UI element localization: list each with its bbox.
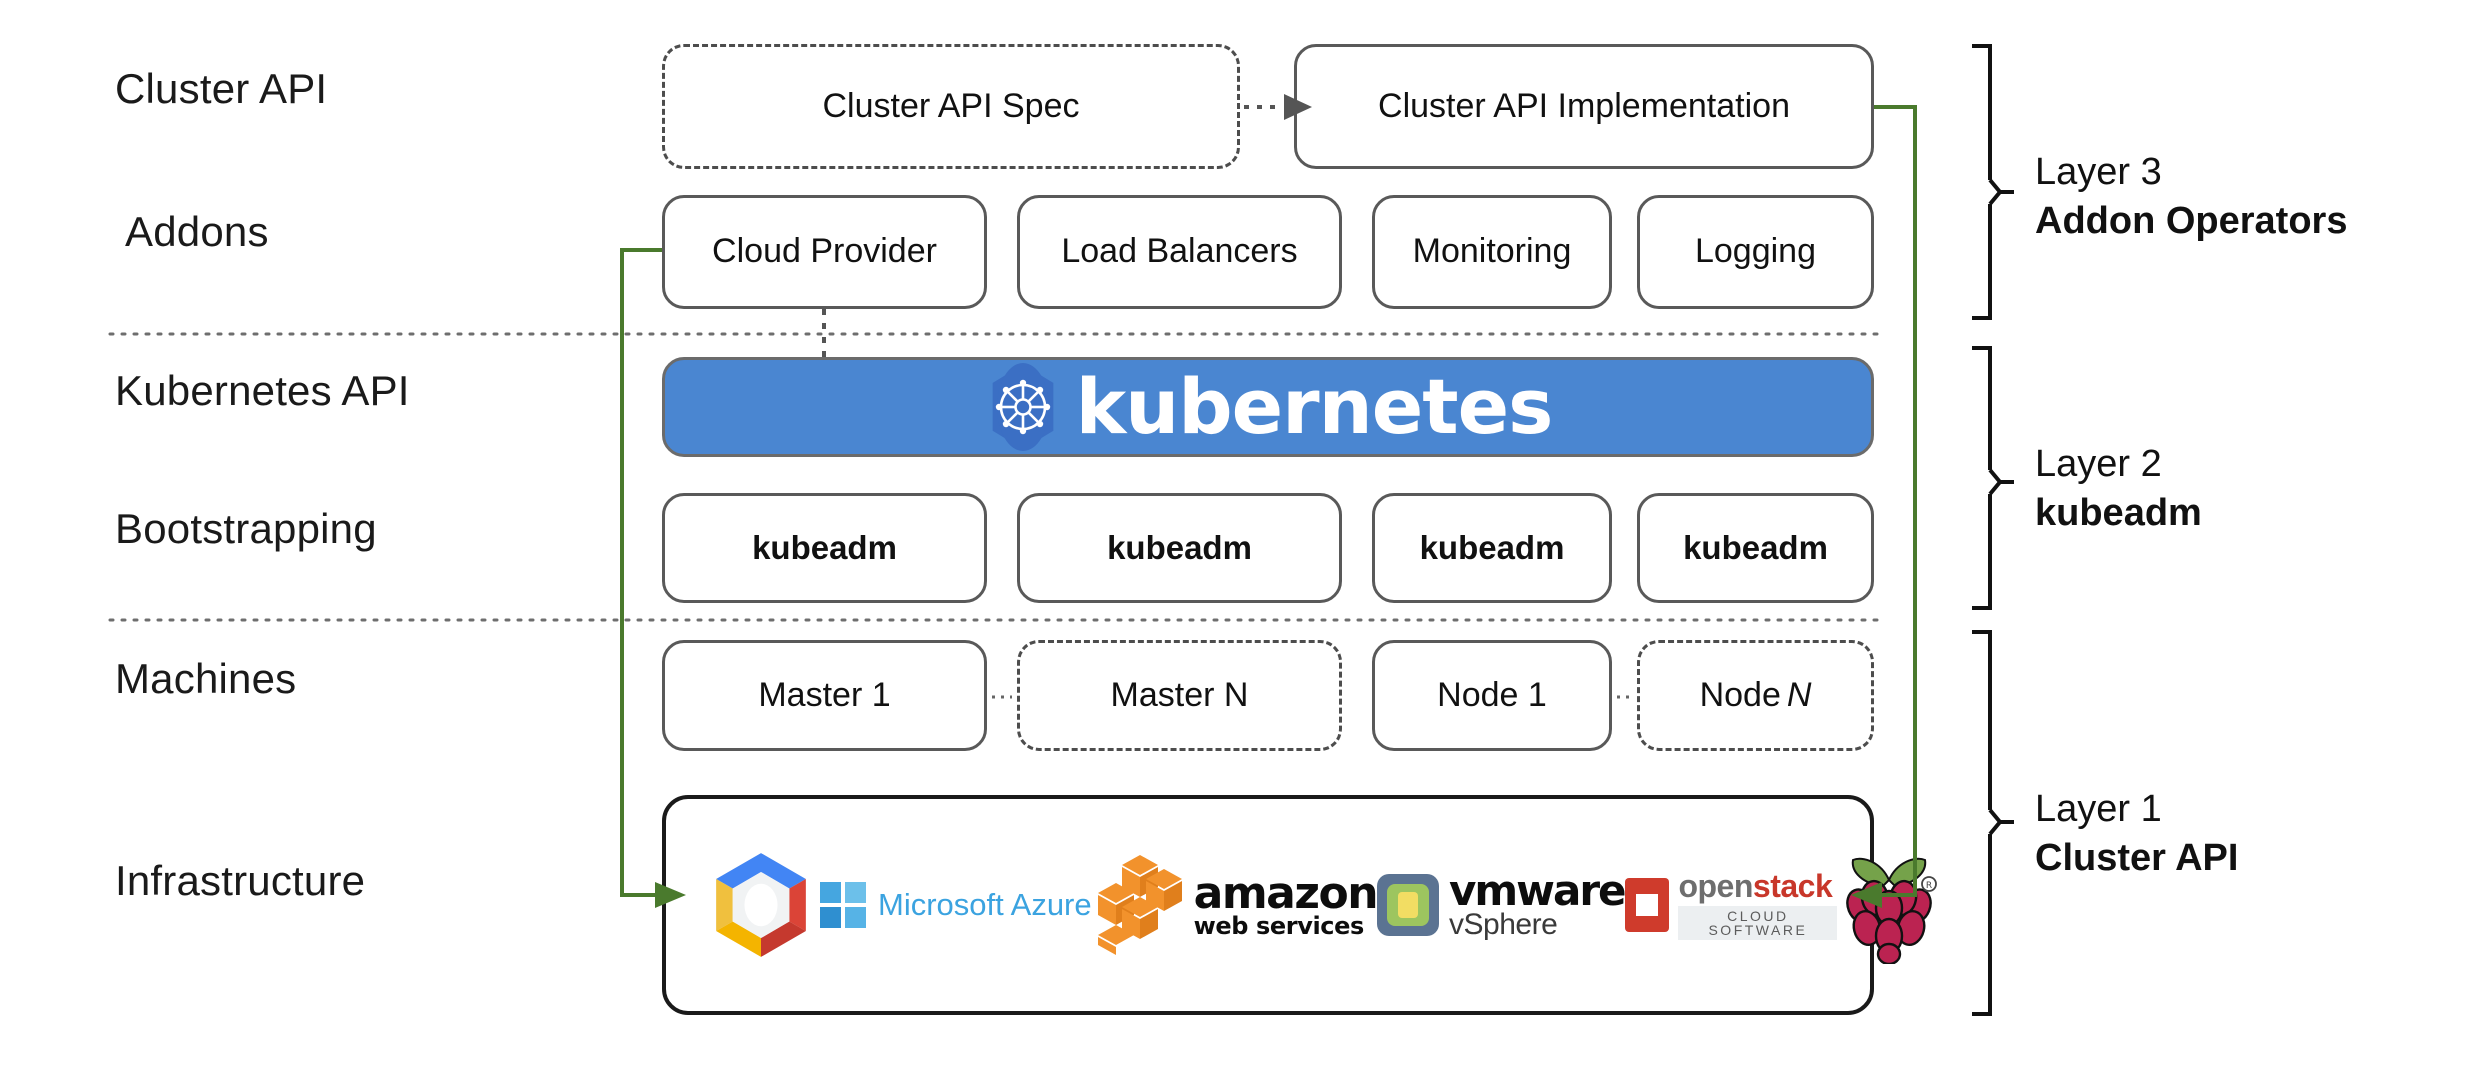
kubernetes-banner: kubernetes bbox=[662, 357, 1874, 457]
vmware-label-bottom: vSphere bbox=[1449, 907, 1558, 941]
layer-1-number: Layer 1 bbox=[2035, 788, 2162, 830]
vmware-vsphere-logo: vmware vSphere bbox=[1377, 845, 1627, 965]
layer-3-brace bbox=[1972, 44, 2014, 320]
addon-label-cloud-provider: Cloud Provider bbox=[712, 232, 937, 271]
microsoft-azure-label: Microsoft Azure bbox=[878, 887, 1092, 922]
bootstrap-label-4: kubeadm bbox=[1683, 529, 1828, 567]
bootstrap-label-3: kubeadm bbox=[1419, 529, 1565, 567]
vmware-wordmark: vmware vSphere bbox=[1449, 865, 1626, 941]
row-label-cluster-api: Cluster API bbox=[115, 65, 328, 112]
cluster-api-spec-label: Cluster API Spec bbox=[822, 86, 1080, 125]
openstack-logo: openstack CLOUD SOFTWARE bbox=[1624, 845, 1838, 965]
openstack-label-stack: stack bbox=[1752, 868, 1833, 904]
addon-box-monitoring[interactable]: Monitoring bbox=[1372, 195, 1612, 309]
cluster-api-implementation-box[interactable]: Cluster API Implementation bbox=[1294, 44, 1874, 169]
layer-1-label: Layer 1 Cluster API bbox=[2035, 785, 2238, 884]
row-label-infrastructure: Infrastructure bbox=[115, 857, 366, 904]
bootstrap-label-2: kubeadm bbox=[1107, 529, 1252, 567]
microsoft-window-icon bbox=[820, 882, 866, 928]
amazon-web-services-logo: amazon web services bbox=[1092, 845, 1379, 965]
layer-3-name: Addon Operators bbox=[2035, 200, 2348, 243]
layer-3-label: Layer 3 Addon Operators bbox=[2035, 148, 2347, 247]
kubernetes-helm-wheel-icon bbox=[984, 359, 1062, 455]
addon-box-cloud-provider[interactable]: Cloud Provider bbox=[662, 195, 987, 309]
addon-box-logging[interactable]: Logging bbox=[1637, 195, 1874, 309]
kubernetes-wordmark: kubernetes bbox=[1075, 362, 1554, 451]
vmware-label-top: vmware bbox=[1449, 865, 1626, 915]
raspberry-pi-logo: R bbox=[1837, 845, 1941, 965]
machine-label-master-1: Master 1 bbox=[758, 675, 891, 714]
aws-cubes-icon bbox=[1097, 855, 1182, 955]
cluster-api-implementation-label: Cluster API Implementation bbox=[1378, 86, 1790, 125]
openstack-label-top: openstack bbox=[1678, 870, 1837, 902]
bootstrap-label-1: kubeadm bbox=[752, 529, 897, 567]
machine-box-master-n[interactable]: Master N bbox=[1017, 640, 1342, 751]
addon-box-load-balancers[interactable]: Load Balancers bbox=[1017, 195, 1342, 309]
bootstrap-box-2[interactable]: kubeadm bbox=[1017, 493, 1342, 603]
machine-label-node-1: Node 1 bbox=[1437, 675, 1547, 714]
bootstrap-box-1[interactable]: kubeadm bbox=[662, 493, 987, 603]
openstack-mark-icon bbox=[1624, 878, 1670, 932]
machine-box-node-1[interactable]: Node 1 bbox=[1372, 640, 1612, 751]
machine-label-master-n: Master N bbox=[1110, 675, 1249, 714]
bootstrap-box-4[interactable]: kubeadm bbox=[1637, 493, 1874, 603]
aws-label-bottom: web services bbox=[1193, 911, 1365, 940]
layer-2-label: Layer 2 kubeadm bbox=[2035, 440, 2202, 539]
row-label-addons: Addons bbox=[125, 208, 269, 255]
openstack-label-open: open bbox=[1678, 868, 1753, 904]
aws-label-top: amazon bbox=[1193, 867, 1379, 919]
layer-2-brace bbox=[1972, 346, 2014, 610]
layer-1-name: Cluster API bbox=[2035, 837, 2239, 880]
aws-wordmark: amazon web services bbox=[1193, 867, 1379, 940]
machine-label-node-n-italic: N bbox=[1786, 675, 1812, 714]
layer-3-number: Layer 3 bbox=[2035, 151, 2162, 193]
svg-text:R: R bbox=[1926, 881, 1932, 891]
layer-2-name: kubeadm bbox=[2035, 492, 2202, 535]
addon-label-monitoring: Monitoring bbox=[1412, 232, 1572, 271]
machine-label-node-n: Node bbox=[1699, 675, 1781, 714]
vmware-tile-icon bbox=[1377, 874, 1440, 936]
layer-2-number: Layer 2 bbox=[2035, 443, 2162, 485]
google-cloud-platform-logo bbox=[702, 845, 820, 965]
machine-box-master-1[interactable]: Master 1 bbox=[662, 640, 987, 751]
row-label-kubernetes-api: Kubernetes API bbox=[115, 367, 410, 414]
cluster-api-spec-box[interactable]: Cluster API Spec bbox=[662, 44, 1240, 169]
row-label-bootstrapping: Bootstrapping bbox=[115, 505, 377, 552]
row-label-machines: Machines bbox=[115, 655, 297, 702]
openstack-wordmark: openstack CLOUD SOFTWARE bbox=[1678, 870, 1838, 940]
addon-label-load-balancers: Load Balancers bbox=[1061, 232, 1298, 271]
infrastructure-box: Microsoft Azure bbox=[662, 795, 1938, 1015]
bootstrap-box-3[interactable]: kubeadm bbox=[1372, 493, 1612, 603]
addon-label-logging: Logging bbox=[1694, 232, 1816, 271]
layer-1-brace bbox=[1972, 630, 2014, 1016]
openstack-label-bottom: CLOUD SOFTWARE bbox=[1678, 906, 1838, 940]
microsoft-azure-logo: Microsoft Azure bbox=[820, 845, 1092, 965]
